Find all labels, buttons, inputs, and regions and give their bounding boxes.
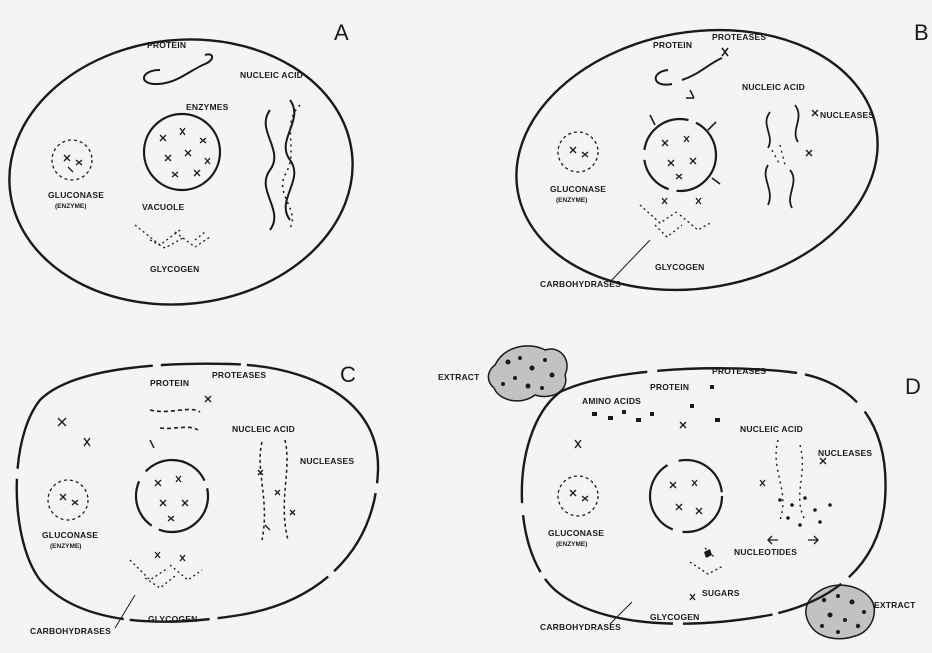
gluconase-a [52, 140, 92, 180]
label-gluconase-sub-c: (ENZYME) [50, 543, 81, 550]
label-nucleic-acid-d: NUCLEIC ACID [740, 424, 803, 434]
label-protein-a: PROTEIN [147, 40, 186, 50]
label-vacuole-a: VACUOLE [142, 202, 184, 212]
protein-strand-a [144, 54, 212, 84]
panel-letter-a: A [334, 20, 349, 45]
cell-membrane-a [0, 23, 366, 322]
label-proteases-c: PROTEASES [212, 370, 266, 380]
label-protein-b: PROTEIN [653, 40, 692, 50]
label-sugars-d: SUGARS [702, 588, 740, 598]
glycogen-b [640, 198, 712, 237]
extract-blob-top [488, 346, 567, 401]
label-extract-bottom: EXTRACT [874, 600, 916, 610]
label-carbohydrases-d: CARBOHYDRASES [540, 622, 621, 632]
label-glycogen-d: GLYCOGEN [650, 612, 699, 622]
label-nucleases-d: NUCLEASES [818, 448, 872, 458]
label-glycogen-b: GLYCOGEN [655, 262, 704, 272]
panel-d: D EXTRACT AMINO ACIDS PROTEIN PROTEASES [438, 346, 921, 639]
label-nucleic-acid-c: NUCLEIC ACID [232, 424, 295, 434]
vacuole-b [644, 115, 720, 191]
panel-b: B PROTEIN PROTEASES NUCLEIC ACID NUCLEAS… [496, 2, 929, 317]
glycogen-c [130, 552, 202, 588]
label-proteases-b: PROTEASES [712, 32, 766, 42]
label-gluconase-sub-a: (ENZYME) [55, 203, 86, 210]
pointer-carbohydrases-b [610, 240, 650, 282]
label-nucleases-b: NUCLEASES [820, 110, 874, 120]
extract-blob-bottom [806, 585, 875, 639]
gluconase-b [558, 132, 598, 172]
label-amino-acids-d: AMINO ACIDS [582, 396, 641, 406]
protein-fragments-b [656, 48, 728, 98]
label-extract-top: EXTRACT [438, 372, 480, 382]
panel-a: A PROTEIN NUCLEIC ACID ENZYMES VACUOLE [0, 20, 366, 321]
vacuole-d [650, 460, 722, 532]
protease-enzyme-d [575, 422, 686, 448]
gluconase-d [558, 476, 598, 516]
gluconase-c [48, 480, 88, 520]
label-protein-d: PROTEIN [650, 382, 689, 392]
label-enzymes-a: ENZYMES [186, 102, 229, 112]
label-nucleic-acid-a: NUCLEIC ACID [240, 70, 303, 80]
panel-c: C PROTEIN PROTEASES NUCLEIC ACID NUCLEAS… [17, 362, 378, 636]
protein-fragments-c [150, 396, 211, 448]
pointer-carbohydrases-c [115, 595, 135, 628]
label-gluconase-sub-d: (ENZYME) [556, 541, 587, 548]
label-carbohydrases-c: CARBOHYDRASES [30, 626, 111, 636]
nucleic-acid-fragments-b [766, 105, 818, 208]
label-proteases-d: PROTEASES [712, 366, 766, 376]
vacuole-a [144, 114, 220, 190]
glycogen-a [135, 225, 210, 248]
panel-letter-d: D [905, 374, 921, 399]
label-protein-c: PROTEIN [150, 378, 189, 388]
label-gluconase-a: GLUCONASE [48, 190, 104, 200]
nucleotide-arrows-d [768, 536, 818, 544]
label-glycogen-a: GLYCOGEN [150, 264, 199, 274]
label-gluconase-sub-b: (ENZYME) [556, 197, 587, 204]
panel-letter-c: C [340, 362, 356, 387]
free-enzymes-c [58, 418, 90, 446]
nucleic-acid-helix-a [266, 100, 300, 230]
label-nucleotides-d: NUCLEOTIDES [734, 547, 797, 557]
label-nucleases-c: NUCLEASES [300, 456, 354, 466]
panel-letter-b: B [914, 20, 929, 45]
label-gluconase-d: GLUCONASE [548, 528, 604, 538]
cell-membrane-c [17, 364, 378, 622]
label-nucleic-acid-b: NUCLEIC ACID [742, 82, 805, 92]
label-carbohydrases-b: CARBOHYDRASES [540, 279, 621, 289]
label-glycogen-c: GLYCOGEN [148, 614, 197, 624]
label-gluconase-c: GLUCONASE [42, 530, 98, 540]
nucleic-acid-fragments-c [258, 440, 295, 540]
vacuole-c [136, 460, 208, 532]
label-gluconase-b: GLUCONASE [550, 184, 606, 194]
